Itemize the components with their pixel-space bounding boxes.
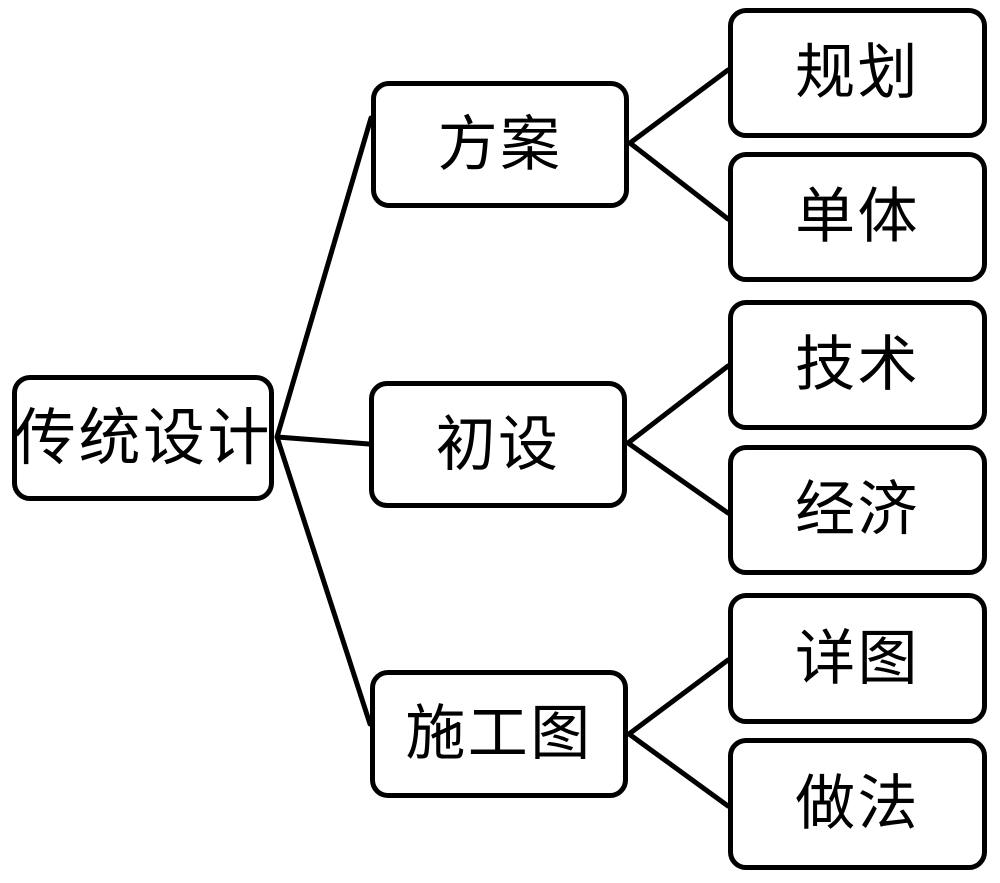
node-root[interactable]: 传统设计 — [12, 375, 274, 501]
edge-root-fangan — [274, 115, 374, 440]
node-leaf-guihua-label: 规划 — [795, 38, 920, 108]
node-branch-shigongtu[interactable]: 施工图 — [370, 670, 628, 798]
edge-fangan-danti — [627, 140, 731, 222]
node-branch-chushe-label: 初设 — [435, 409, 561, 480]
node-leaf-danti[interactable]: 单体 — [728, 152, 987, 282]
node-branch-fangan-label: 方案 — [437, 109, 563, 180]
node-leaf-danti-label: 单体 — [795, 182, 920, 252]
node-branch-shigongtu-label: 施工图 — [405, 699, 593, 769]
node-leaf-guihua[interactable]: 规划 — [728, 8, 987, 138]
node-leaf-jishu[interactable]: 技术 — [728, 300, 987, 430]
node-leaf-xiangtu[interactable]: 详图 — [728, 593, 987, 724]
node-branch-fangan[interactable]: 方案 — [371, 81, 629, 208]
edge-chushe-jingji — [625, 440, 731, 516]
node-branch-chushe[interactable]: 初设 — [369, 381, 627, 508]
edge-fangan-guihua — [627, 67, 731, 146]
node-leaf-xiangtu-label: 详图 — [795, 623, 920, 694]
edge-root-shigongtu — [274, 434, 373, 727]
node-leaf-zuofa-label: 做法 — [795, 769, 920, 839]
node-leaf-jingji-label: 经济 — [795, 475, 920, 545]
edge-root-chushe — [274, 434, 372, 447]
node-root-label: 传统设计 — [14, 401, 272, 474]
node-leaf-zuofa[interactable]: 做法 — [728, 738, 987, 870]
node-leaf-jishu-label: 技术 — [795, 330, 920, 400]
edge-shigongtu-xiangtu — [626, 657, 731, 737]
edge-shigongtu-zuofa — [626, 731, 731, 809]
edge-chushe-jishu — [625, 363, 731, 446]
node-leaf-jingji[interactable]: 经济 — [728, 445, 987, 575]
